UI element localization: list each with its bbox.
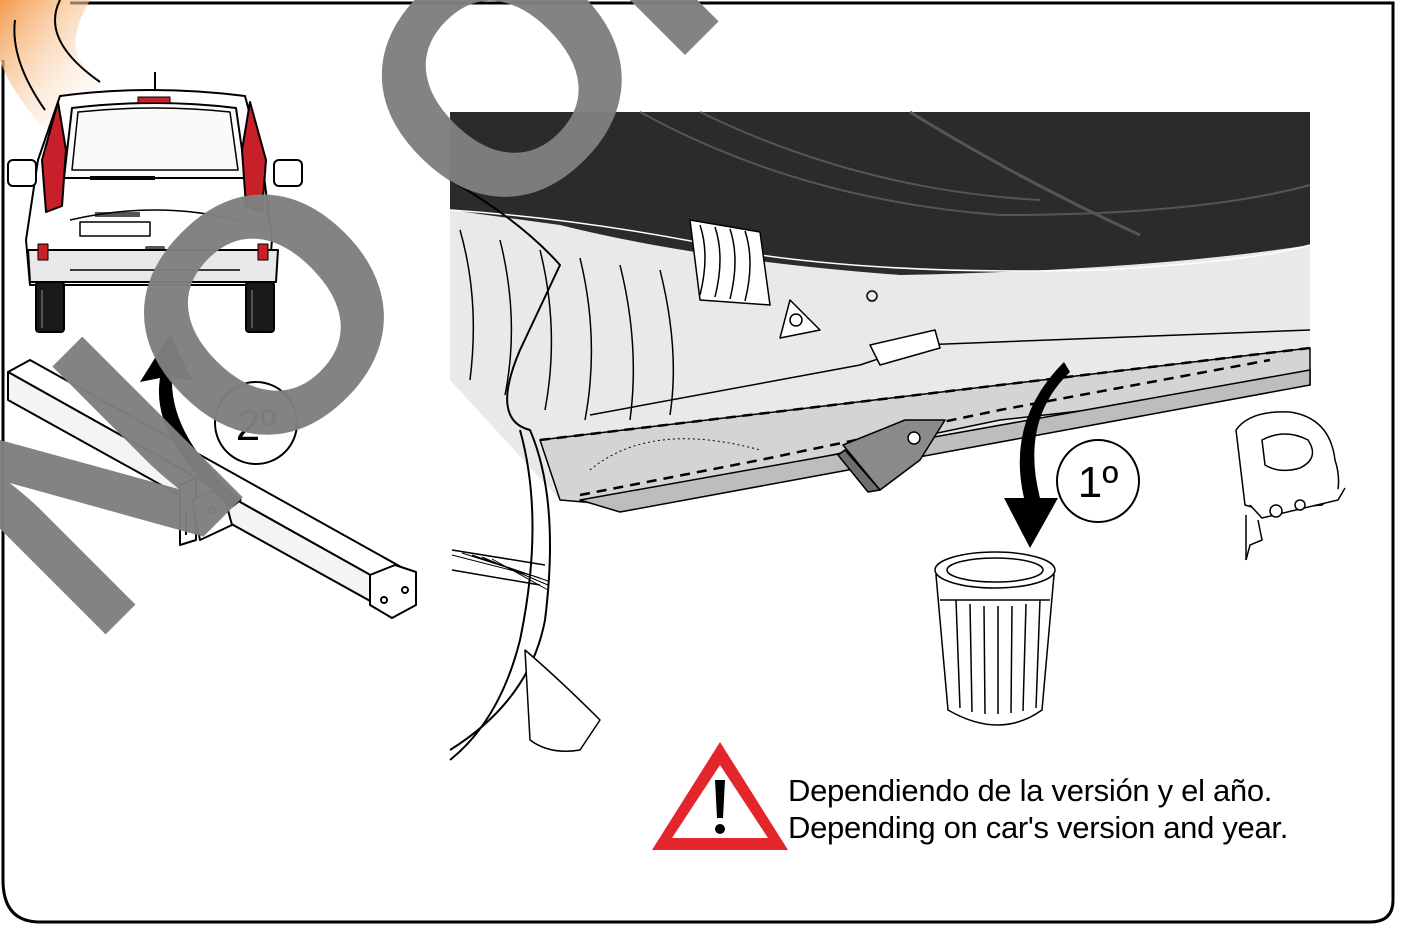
warning-line-english: Depending on car's version and year.	[788, 810, 1289, 845]
step-1-label: 1º	[1078, 458, 1119, 507]
warning-triangle-icon	[652, 742, 788, 850]
underbody-illustration	[449, 110, 1311, 761]
step-1-badge: 1º	[1056, 439, 1140, 523]
trash-bin-icon	[934, 551, 1056, 726]
curved-arrow-icon	[140, 334, 1070, 548]
step-2-label: 2º	[236, 401, 277, 450]
jigsaw-icon	[1235, 411, 1346, 561]
warning-line-spanish: Dependiendo de la versión y el año.	[788, 773, 1273, 808]
warning-text: Dependiendo de la versión y el año. Depe…	[788, 772, 1348, 846]
van-rear-illustration	[7, 72, 303, 333]
step-2-badge: 2º	[214, 381, 298, 465]
